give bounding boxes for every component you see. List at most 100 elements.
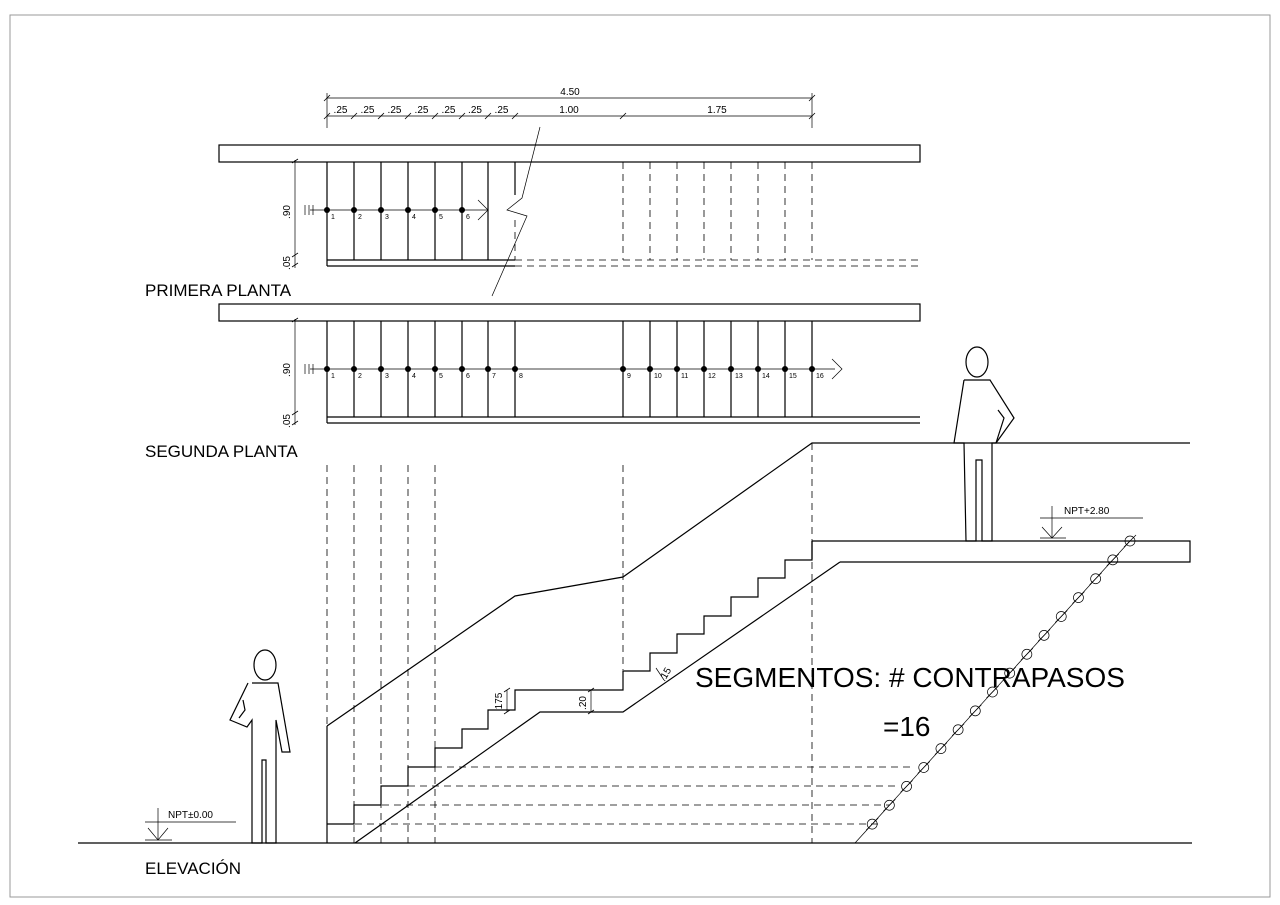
- step-number: 9: [627, 373, 631, 380]
- step-number: 13: [735, 373, 743, 380]
- step-number: 6: [466, 373, 470, 380]
- step-dot: [351, 207, 357, 213]
- segment-tick: [951, 723, 965, 736]
- segment-mark: [1004, 667, 1016, 679]
- step-number: 5: [439, 373, 443, 380]
- dim-tick: [458, 112, 466, 120]
- segment-mark: [952, 724, 964, 736]
- segment-mark: [987, 686, 998, 698]
- dim-tread: .25: [361, 105, 375, 116]
- step-dot: [378, 207, 384, 213]
- npt-top: NPT+2.80: [1064, 506, 1110, 517]
- step-number: 3: [385, 373, 389, 380]
- segment-tick: [1055, 610, 1068, 623]
- step-number: 6: [466, 214, 470, 221]
- dim-width-2: .90: [282, 363, 293, 377]
- dim-riser-175: 175: [494, 692, 505, 709]
- step-dot: [459, 366, 465, 372]
- segment-tick: [1106, 553, 1120, 567]
- dim-tick: [808, 94, 816, 102]
- step-dot: [324, 366, 330, 372]
- dim-tick: [431, 112, 439, 120]
- step-number: 14: [762, 373, 770, 380]
- drawing-frame: [9, 14, 1271, 898]
- segment-tick: [1072, 591, 1085, 604]
- step-number: 8: [519, 373, 523, 380]
- human-figure-left: [229, 649, 291, 844]
- dimension-lines: 4.50 .25.25.25.25.25.25.25 1.00 1.75: [323, 87, 816, 128]
- dim-tick: [323, 112, 331, 120]
- step-dot: [728, 366, 734, 372]
- step-number: 2: [358, 373, 362, 380]
- step-dot: [351, 366, 357, 372]
- step-number: 12: [708, 373, 716, 380]
- segment-mark: [935, 743, 947, 754]
- segment-tick: [1020, 648, 1034, 661]
- segment-mark: [1021, 648, 1033, 660]
- step-dot: [485, 366, 491, 372]
- level-marker-bottom: NPT±0.00: [145, 808, 236, 841]
- dim-tick: [323, 94, 331, 102]
- segment-tick: [900, 780, 913, 793]
- step-dot: [378, 366, 384, 372]
- step-number: 1: [331, 373, 335, 380]
- dim-railing-1: .05: [282, 256, 293, 270]
- step-dot: [459, 207, 465, 213]
- step-dot: [405, 207, 411, 213]
- step-number: 16: [816, 373, 824, 380]
- step-dot: [755, 366, 761, 372]
- step-number: 11: [681, 373, 688, 380]
- segment-mark: [969, 705, 981, 717]
- dim-tick: [511, 112, 519, 120]
- step-number: 4: [412, 373, 416, 380]
- step-number: 5: [439, 214, 443, 221]
- dim-riser-15: .15: [658, 666, 675, 684]
- label-elevacion: ELEVACIÓN: [145, 859, 241, 878]
- level-marker-top: NPT+2.80: [1040, 506, 1143, 539]
- segment-tick: [917, 761, 930, 774]
- step-dot: [782, 366, 788, 372]
- segmentos-line2: =16: [883, 711, 931, 742]
- segment-mark: [1124, 535, 1136, 547]
- segment-mark: [1073, 592, 1084, 603]
- step-number: 10: [654, 373, 662, 380]
- dim-tick: [808, 112, 816, 120]
- dim-total: 4.50: [560, 87, 580, 98]
- dim-upper-run: 1.75: [707, 105, 727, 116]
- dim-tread: .25: [495, 105, 509, 116]
- dim-landing: 1.00: [559, 105, 579, 116]
- segment-tick: [1089, 572, 1102, 585]
- elevation: 175 .20 .15 NPT±0.00 NPT+2.80: [78, 346, 1192, 844]
- dim-tick: [484, 112, 492, 120]
- step-dot: [432, 366, 438, 372]
- step-dot: [620, 366, 626, 372]
- dim-width-1: .90: [282, 205, 293, 219]
- dim-riser-20: .20: [578, 696, 589, 710]
- label-segunda-planta: SEGUNDA PLANTA: [145, 442, 298, 461]
- segment-tick: [986, 685, 999, 699]
- segment-tick: [865, 817, 879, 831]
- dim-tread: .25: [415, 105, 429, 116]
- segment-tick: [969, 704, 982, 718]
- step-dot: [701, 366, 707, 372]
- dim-tread: .25: [334, 105, 348, 116]
- segment-tick: [1037, 629, 1051, 642]
- dim-tick: [350, 112, 358, 120]
- dim-tread: .25: [388, 105, 402, 116]
- step-dot: [809, 366, 815, 372]
- segment-mark: [1055, 611, 1067, 622]
- segment-mark: [1107, 554, 1119, 566]
- step-dot: [324, 207, 330, 213]
- step-dot: [405, 366, 411, 372]
- step-number: 2: [358, 214, 362, 221]
- segment-mark: [866, 818, 878, 830]
- dim-tick: [619, 112, 627, 120]
- segment-mark: [884, 799, 895, 811]
- dim-tread: .25: [468, 105, 482, 116]
- step-number: 1: [331, 214, 335, 221]
- step-dot: [674, 366, 680, 372]
- step-number: 4: [412, 214, 416, 221]
